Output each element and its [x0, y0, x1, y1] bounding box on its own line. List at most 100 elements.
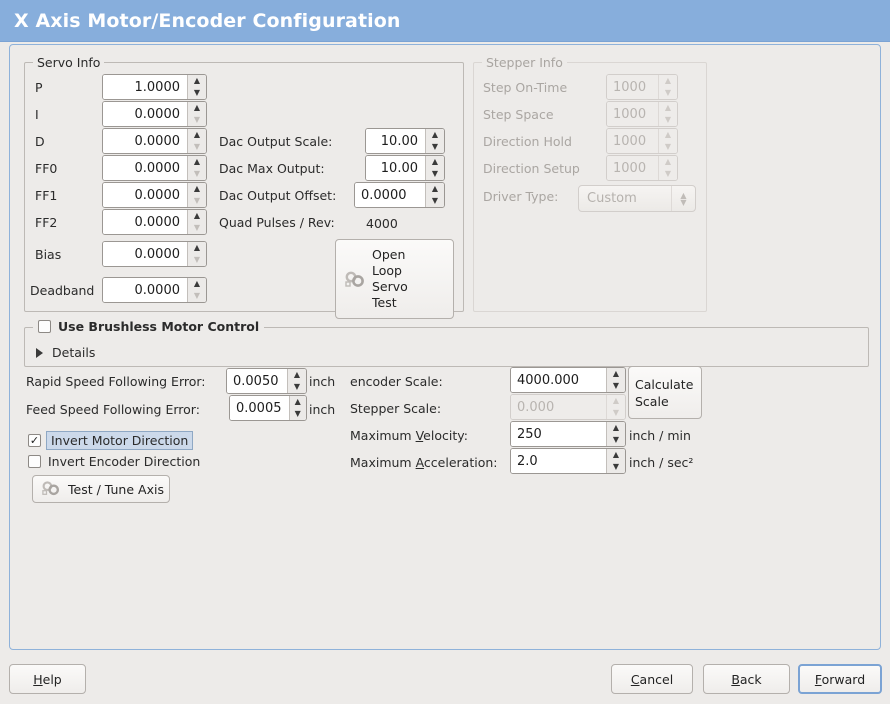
step-space-input[interactable]: 1000 ▲ ▼ — [606, 101, 678, 127]
servo-input-ff1[interactable]: 0.0000 ▲ ▼ — [102, 182, 207, 208]
dac-output-scale-input[interactable]: 10.00 ▲ ▼ — [365, 128, 445, 154]
open-loop-servo-test-button[interactable]: Open Loop Servo Test — [335, 239, 454, 319]
spin-up-icon[interactable]: ▲ — [431, 184, 439, 193]
spin-down-icon[interactable]: ▼ — [664, 88, 672, 97]
servo-spinner-ff2[interactable]: ▲ ▼ — [188, 210, 206, 234]
spin-down-icon[interactable]: ▼ — [612, 408, 620, 417]
maximum-acceleration-input[interactable]: 2.0 ▲ ▼ — [510, 448, 626, 474]
chevron-right-icon[interactable] — [36, 347, 43, 358]
spin-down-icon[interactable]: ▼ — [612, 381, 620, 390]
feed-speed-spinner[interactable]: ▲ ▼ — [289, 396, 306, 420]
servo-value-deadband[interactable]: 0.0000 — [103, 278, 188, 302]
servo-value-i[interactable]: 0.0000 — [103, 102, 188, 126]
calculate-scale-button[interactable]: Calculate Scale — [628, 366, 702, 419]
spin-up-icon[interactable]: ▲ — [193, 184, 201, 193]
spin-down-icon[interactable]: ▼ — [193, 142, 201, 151]
servo-input-bias[interactable]: 0.0000 ▲ ▼ — [102, 241, 207, 267]
encoder-scale-input[interactable]: 4000.000 ▲ ▼ — [510, 367, 626, 393]
servo-input-deadband[interactable]: 0.0000 ▲ ▼ — [102, 277, 207, 303]
spin-down-icon[interactable]: ▼ — [664, 115, 672, 124]
servo-value-ff2[interactable]: 0.0000 — [103, 210, 188, 234]
spin-down-icon[interactable]: ▼ — [431, 196, 439, 205]
checkbox-box[interactable] — [38, 320, 51, 333]
spin-up-icon[interactable]: ▲ — [612, 423, 620, 432]
spin-down-icon[interactable]: ▼ — [193, 88, 201, 97]
servo-input-d[interactable]: 0.0000 ▲ ▼ — [102, 128, 207, 154]
spin-down-icon[interactable]: ▼ — [193, 115, 201, 124]
step-on-time-input[interactable]: 1000 ▲ ▼ — [606, 74, 678, 100]
chevron-updown-icon[interactable]: ▲▼ — [671, 186, 695, 211]
step-on-time-value[interactable]: 1000 — [607, 75, 659, 99]
spin-up-icon[interactable]: ▲ — [664, 103, 672, 112]
stepper-scale-value[interactable]: 0.000 — [511, 395, 607, 419]
spin-up-icon[interactable]: ▲ — [193, 279, 201, 288]
spin-down-icon[interactable]: ▼ — [193, 291, 201, 300]
spin-down-icon[interactable]: ▼ — [294, 409, 301, 418]
spin-up-icon[interactable]: ▲ — [293, 370, 301, 379]
help-button[interactable]: Help — [9, 664, 86, 694]
spin-down-icon[interactable]: ▼ — [664, 142, 672, 151]
servo-spinner-deadband[interactable]: ▲ ▼ — [188, 278, 206, 302]
servo-input-ff2[interactable]: 0.0000 ▲ ▼ — [102, 209, 207, 235]
direction-hold-spinner[interactable]: ▲ ▼ — [659, 129, 677, 153]
encoder-scale-spinner[interactable]: ▲ ▼ — [607, 368, 625, 392]
servo-value-d[interactable]: 0.0000 — [103, 129, 188, 153]
servo-spinner-p[interactable]: ▲ ▼ — [188, 75, 206, 99]
feed-speed-following-error-value[interactable]: 0.0005 — [230, 396, 290, 420]
checkbox-box[interactable]: ✓ — [28, 434, 41, 447]
stepper-scale-spinner[interactable]: ▲ ▼ — [607, 395, 625, 419]
direction-hold-value[interactable]: 1000 — [607, 129, 659, 153]
use-brushless-motor-control-checkbox[interactable]: Use Brushless Motor Control — [33, 319, 265, 334]
dac-output-scale-value[interactable]: 10.00 — [366, 129, 426, 153]
servo-input-ff0[interactable]: 0.0000 ▲ ▼ — [102, 155, 207, 181]
spin-down-icon[interactable]: ▼ — [293, 382, 301, 391]
test-tune-axis-button[interactable]: Test / Tune Axis — [32, 475, 170, 503]
maximum-velocity-value[interactable]: 250 — [511, 422, 607, 446]
spin-down-icon[interactable]: ▼ — [431, 142, 439, 151]
servo-value-bias[interactable]: 0.0000 — [103, 242, 188, 266]
spin-down-icon[interactable]: ▼ — [193, 196, 201, 205]
maximum-acceleration-value[interactable]: 2.0 — [511, 449, 607, 473]
spin-down-icon[interactable]: ▼ — [193, 169, 201, 178]
direction-hold-input[interactable]: 1000 ▲ ▼ — [606, 128, 678, 154]
invert-encoder-direction-checkbox[interactable]: Invert Encoder Direction — [28, 454, 200, 469]
dac-max-output-spinner[interactable]: ▲ ▼ — [426, 156, 444, 180]
servo-value-p[interactable]: 1.0000 — [103, 75, 188, 99]
spin-up-icon[interactable]: ▲ — [193, 103, 201, 112]
invert-motor-direction-checkbox[interactable]: ✓ Invert Motor Direction — [28, 431, 194, 450]
step-space-spinner[interactable]: ▲ ▼ — [659, 102, 677, 126]
driver-type-select[interactable]: Custom ▲▼ — [578, 185, 696, 212]
spin-down-icon[interactable]: ▼ — [193, 223, 201, 232]
maximum-acceleration-spinner[interactable]: ▲ ▼ — [607, 449, 625, 473]
spin-up-icon[interactable]: ▲ — [294, 397, 301, 406]
maximum-velocity-input[interactable]: 250 ▲ ▼ — [510, 421, 626, 447]
spin-down-icon[interactable]: ▼ — [664, 169, 672, 178]
spin-up-icon[interactable]: ▲ — [193, 243, 201, 252]
spin-up-icon[interactable]: ▲ — [431, 130, 439, 139]
spin-up-icon[interactable]: ▲ — [193, 211, 201, 220]
spin-up-icon[interactable]: ▲ — [612, 369, 620, 378]
servo-input-p[interactable]: 1.0000 ▲ ▼ — [102, 74, 207, 100]
spin-down-icon[interactable]: ▼ — [612, 435, 620, 444]
dac-output-offset-spinner[interactable]: ▲ ▼ — [426, 183, 444, 207]
dac-output-scale-spinner[interactable]: ▲ ▼ — [426, 129, 444, 153]
spin-up-icon[interactable]: ▲ — [664, 76, 672, 85]
dac-max-output-input[interactable]: 10.00 ▲ ▼ — [365, 155, 445, 181]
step-on-time-spinner[interactable]: ▲ ▼ — [659, 75, 677, 99]
cancel-button[interactable]: Cancel — [611, 664, 693, 694]
rapid-speed-following-error-input[interactable]: 0.0050 ▲ ▼ — [226, 368, 307, 394]
step-space-value[interactable]: 1000 — [607, 102, 659, 126]
dac-max-output-value[interactable]: 10.00 — [366, 156, 426, 180]
servo-spinner-ff1[interactable]: ▲ ▼ — [188, 183, 206, 207]
spin-up-icon[interactable]: ▲ — [612, 450, 620, 459]
back-button[interactable]: Back — [703, 664, 790, 694]
spin-up-icon[interactable]: ▲ — [431, 157, 439, 166]
spin-up-icon[interactable]: ▲ — [664, 130, 672, 139]
servo-value-ff1[interactable]: 0.0000 — [103, 183, 188, 207]
spin-down-icon[interactable]: ▼ — [612, 462, 620, 471]
servo-input-i[interactable]: 0.0000 ▲ ▼ — [102, 101, 207, 127]
spin-down-icon[interactable]: ▼ — [193, 255, 201, 264]
feed-speed-following-error-input[interactable]: 0.0005 ▲ ▼ — [229, 395, 307, 421]
dac-output-offset-value[interactable]: 0.0000 — [355, 183, 426, 207]
direction-setup-input[interactable]: 1000 ▲ ▼ — [606, 155, 678, 181]
